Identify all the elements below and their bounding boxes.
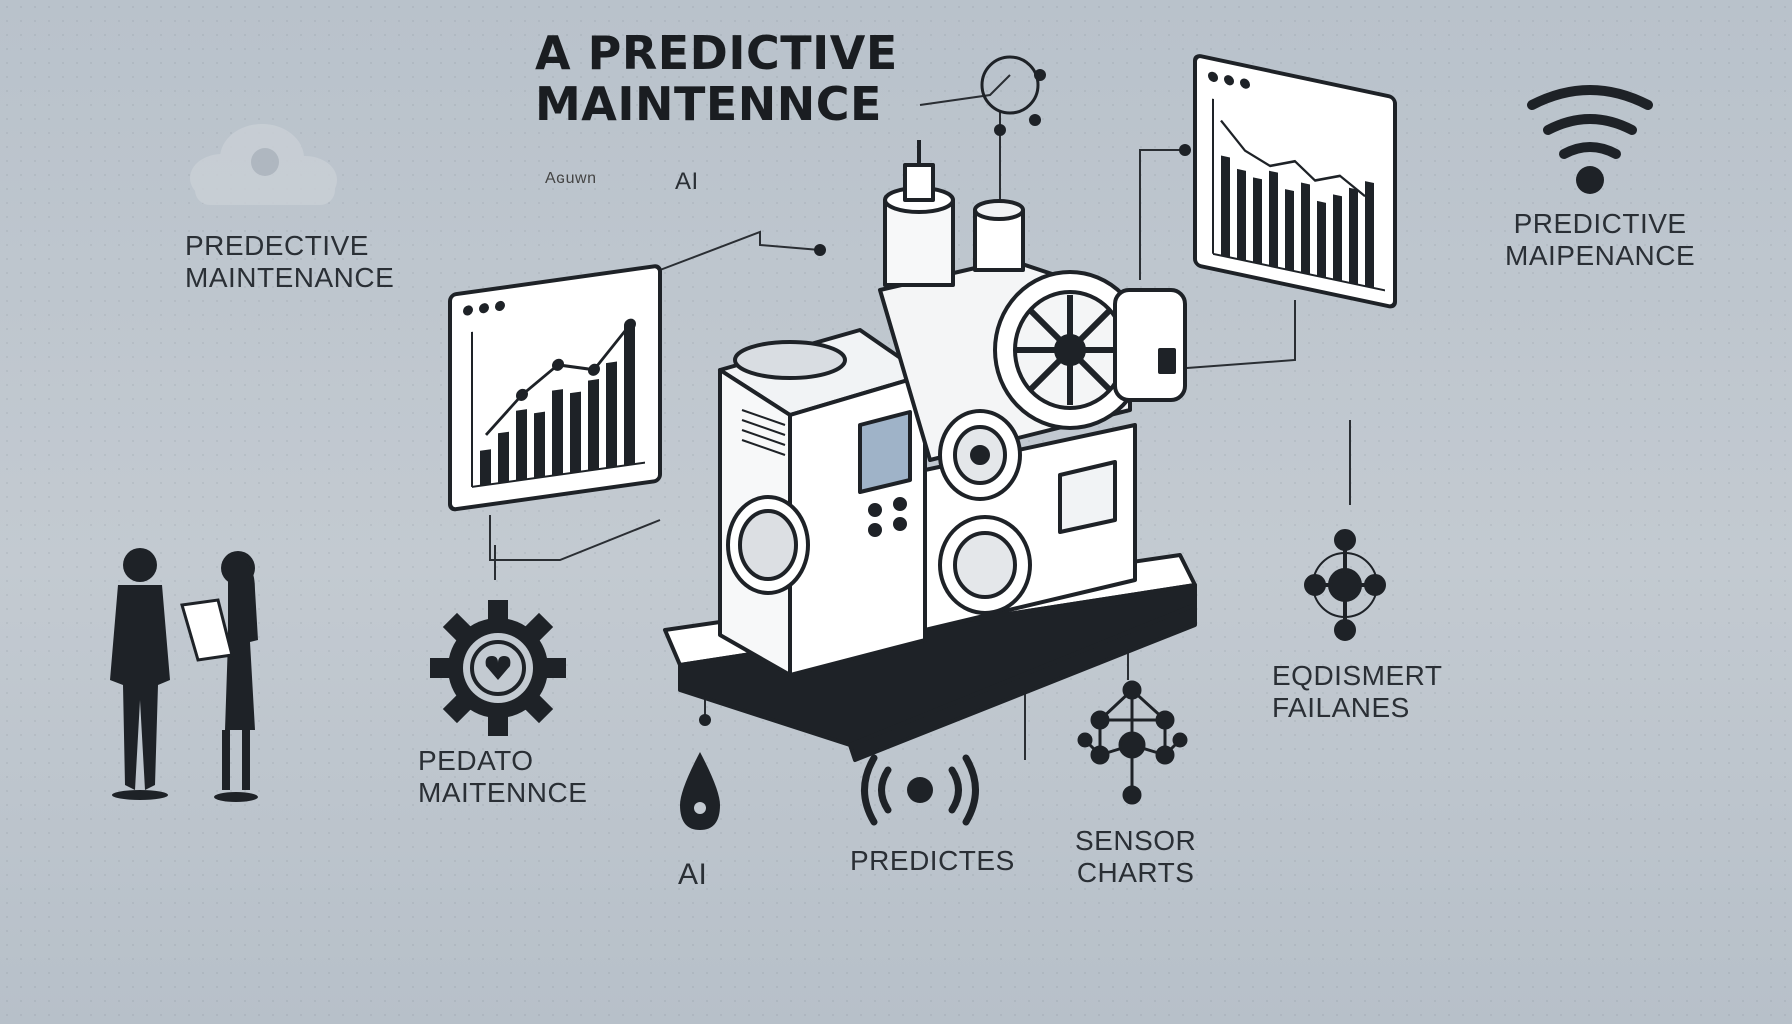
label-right-top-line-2: MAIPENANCE [1505,240,1696,272]
title-line-2: MAINTENNCE [535,76,882,131]
label-ai: AI [678,858,708,891]
connector-dots [699,69,1191,726]
left-chart-bars [480,323,635,486]
label-equipment-line-2: FAILANES [1272,692,1410,724]
drop-icon [680,752,720,830]
antenna-ring [980,55,1040,115]
wifi-dot [1576,166,1604,194]
label-predicts: PREDICTES [850,845,1015,876]
label-equipment-line-1: EQDISMERT [1272,660,1443,691]
left-chart-window [448,264,662,512]
label-right-top: PREDICTIVE MAIPENANCE [1505,208,1695,272]
label-equipment-failures: EQDISMERT FAILANES [1272,660,1442,724]
title-line-1: A PREDICTIVE [535,26,898,80]
label-sensor-charts: SENSOR CHARTS [1075,825,1196,889]
drop-highlight [694,802,706,814]
label-gear-line-1: PEDATO [418,745,534,776]
label-sensor-line-1: SENSOR [1075,825,1197,856]
label-left-top-line-1: PREDECTIVE [185,230,369,261]
people-icon [110,548,258,802]
subtitle-left: Aɢuwn [545,170,597,187]
node-icon [1304,529,1386,641]
label-gear: PEDATO MAITENNCE [418,745,587,809]
label-right-top-line-1: PREDICTIVE [1513,208,1687,239]
subtitle-right: AI [675,168,699,195]
label-sensor-line-2: CHARTS [1076,857,1195,889]
diagram-title: A PREDICTIVE MAINTENNCE [535,28,898,129]
label-left-top: PREDECTIVE MAINTENANCE [185,230,394,294]
right-chart-window [1193,54,1397,309]
cloud-icon [190,124,337,205]
gear-heart-icon [430,600,566,736]
label-left-top-line-2: MAINTENANCE [185,262,395,294]
signal-icon [861,754,979,826]
network-icon [1077,680,1188,805]
tablet-icon [180,598,234,662]
machine-illustration [663,140,1197,762]
right-chart-bars [1221,155,1374,289]
wifi-icon [1527,85,1653,159]
label-gear-line-2: MAITENNCE [418,777,588,809]
signal-center [907,777,933,803]
